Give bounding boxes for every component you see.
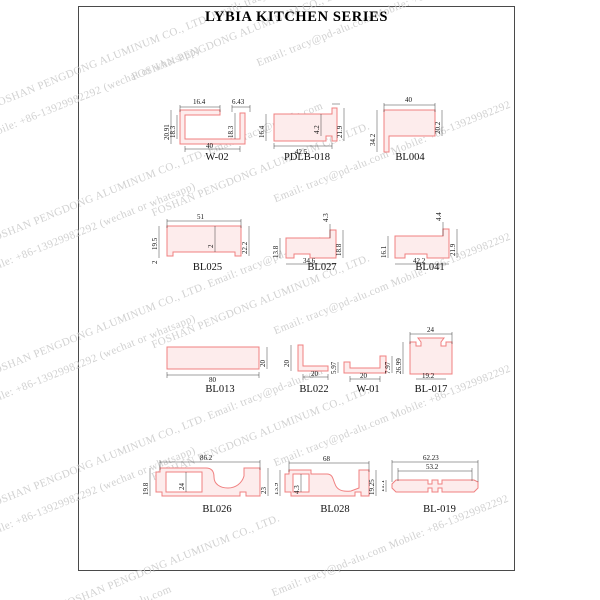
watermark-line: EEmail: tracy@pd-alu.com (48, 583, 173, 600)
page-border (78, 6, 515, 571)
page-title: LYBIA KITCHEN SERIES (204, 9, 389, 25)
